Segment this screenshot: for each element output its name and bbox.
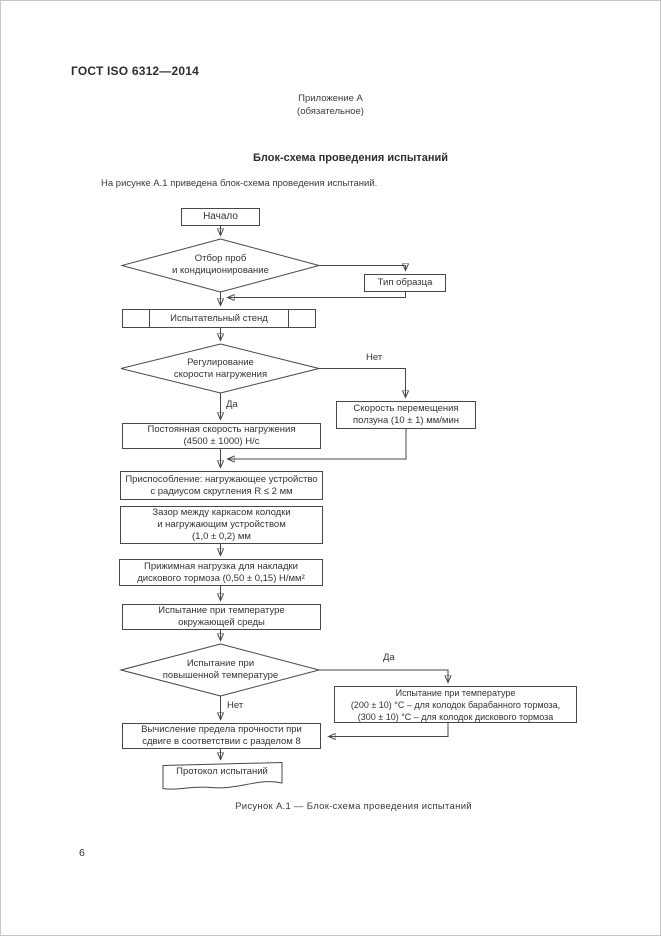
node-report-label: Протокол испытаний xyxy=(176,766,268,777)
node-clamping-load: Прижимная нагрузка для накладки дисковог… xyxy=(119,559,323,586)
node-gap: Зазор между каркасом колодки и нагружающ… xyxy=(120,506,323,544)
branch-label-regulation-yes: Да xyxy=(226,399,238,410)
standard-number-heading: ГОСТ ISO 6312—2014 xyxy=(71,64,200,78)
annex-heading: Приложение А (обязательное) xyxy=(297,93,364,117)
node-ambient-test: Испытание при температуре окружающей сре… xyxy=(122,604,321,630)
edge-sample-type-merge xyxy=(228,292,406,298)
node-slider-speed: Скорость перемещения ползуна (10 ± 1) мм… xyxy=(336,401,476,429)
decision-diamond-regulation xyxy=(120,343,320,394)
branch-label-regulation-no: Нет xyxy=(366,352,383,363)
decision-label-elevated: Испытание при повышенной температуре xyxy=(162,658,279,681)
figure-caption: Рисунок А.1 — Блок-схема проведения испы… xyxy=(235,801,472,812)
flow-connectors xyxy=(221,226,449,759)
document-symbol-report xyxy=(162,761,283,790)
node-constant-speed: Постоянная скорость нагружения (4500 ± 1… xyxy=(122,423,321,449)
edge-regulation-no xyxy=(319,368,406,398)
edge-sampling-to-sample-type xyxy=(319,266,406,271)
edge-slider-speed-merge xyxy=(228,429,407,459)
node-sample-type: Тип образца xyxy=(364,274,446,292)
decision-label-sampling: Отбор проб и кондиционирование xyxy=(172,253,269,276)
edge-elevated-test-merge xyxy=(329,723,449,737)
intro-paragraph: На рисунке А.1 приведена блок-схема пров… xyxy=(101,178,378,189)
decision-diamond-elevated xyxy=(119,643,321,697)
node-start: Начало xyxy=(181,208,260,226)
node-fixture: Приспособление: нагружающее устройство с… xyxy=(120,471,323,500)
node-shear-calc: Вычисление предела прочности при сдвиге … xyxy=(122,723,321,749)
edge-elevated-yes xyxy=(319,669,448,682)
branch-label-elevated-no: Нет xyxy=(227,700,244,711)
branch-label-elevated-yes: Да xyxy=(383,652,395,663)
page-number: 6 xyxy=(79,847,85,859)
decision-diamond-sampling xyxy=(120,238,321,293)
section-title: Блок-схема проведения испытаний xyxy=(253,152,448,164)
node-test-bench: Испытательный стенд xyxy=(122,309,316,328)
decision-label-regulation: Регулирование скорости нагружения xyxy=(173,356,268,380)
node-elevated-test: Испытание при температуре (200 ± 10) °С … xyxy=(334,686,577,723)
